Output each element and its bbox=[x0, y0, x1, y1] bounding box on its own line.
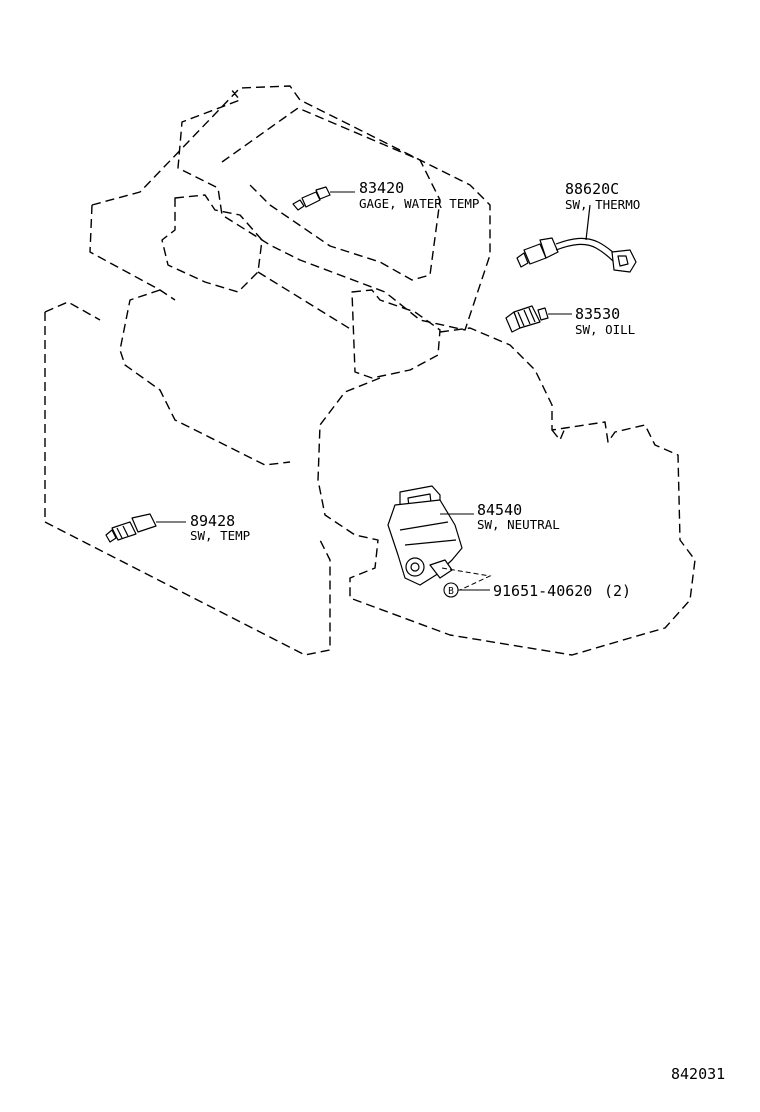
diagram-code: 842031 bbox=[671, 1065, 725, 1083]
part-name: SW, OILL bbox=[575, 322, 635, 337]
bolt-callout: B 91651-40620 (2) bbox=[443, 582, 631, 600]
label-sw-neutral: 84540 SW, NEUTRAL bbox=[477, 501, 560, 532]
label-gage-water-temp: 83420 GAGE, WATER TEMP bbox=[359, 179, 479, 211]
part-number: 83530 bbox=[575, 305, 620, 323]
bolt-number: 91651-40620 bbox=[493, 582, 592, 600]
sw-temp-part bbox=[105, 513, 186, 543]
part-name: SW, THERMO bbox=[565, 197, 640, 212]
part-name: GAGE, WATER TEMP bbox=[359, 196, 479, 211]
part-number: 88620C bbox=[565, 180, 619, 198]
part-name: SW, TEMP bbox=[190, 528, 250, 543]
label-sw-oil: 83530 SW, OILL bbox=[575, 305, 635, 337]
sw-neutral-part bbox=[387, 485, 492, 591]
part-number: 89428 bbox=[190, 512, 235, 530]
bolt-qty: (2) bbox=[604, 582, 631, 600]
sw-thermo-part bbox=[516, 204, 637, 273]
part-name: SW, NEUTRAL bbox=[477, 517, 560, 532]
part-number: 83420 bbox=[359, 179, 404, 197]
label-sw-thermo: 88620C SW, THERMO bbox=[565, 180, 640, 212]
bolt-marker: B bbox=[448, 586, 454, 597]
sw-oil-part bbox=[505, 305, 572, 333]
gage-water-temp-part bbox=[292, 186, 355, 211]
part-number: 84540 bbox=[477, 501, 522, 519]
label-sw-temp: 89428 SW, TEMP bbox=[190, 512, 250, 543]
engine-outline bbox=[44, 85, 696, 656]
